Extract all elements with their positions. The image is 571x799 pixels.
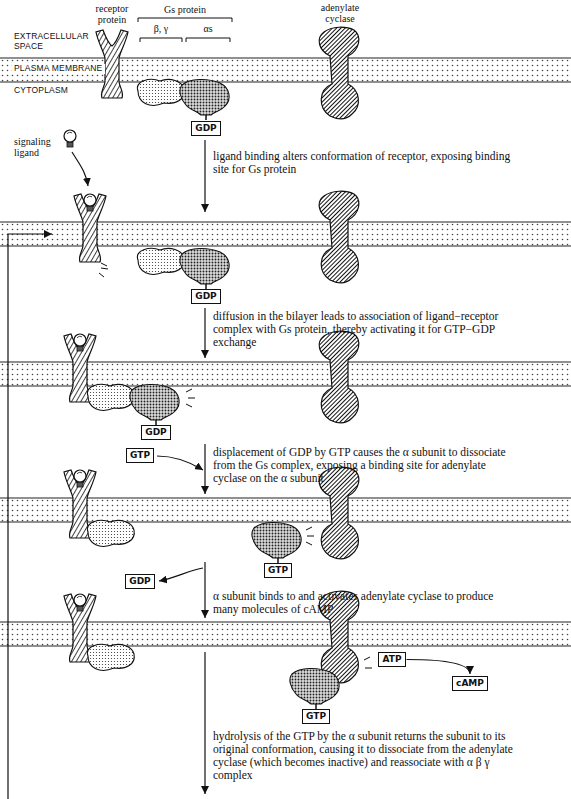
molecule-label: GTP: [130, 450, 150, 461]
adenylate-cyclase-shape: [319, 467, 359, 559]
alpha-subunit-shape: [290, 668, 339, 709]
adenylate-cyclase-shape: [319, 191, 359, 283]
step-caption: diffusion in the bilayer leads to associ…: [213, 310, 513, 349]
part-name: αs: [203, 23, 212, 34]
molecule-box: GDP: [141, 425, 170, 440]
step-caption: hydrolysis of the GTP by the α subunit r…: [213, 730, 513, 782]
molecule-label: GDP: [145, 427, 166, 438]
flow-arrow: [204, 652, 205, 794]
ligand-icon: [64, 130, 76, 147]
molecule-box: GDP: [191, 121, 220, 136]
molecule-label: GDP: [195, 123, 216, 134]
bracket: [138, 18, 232, 22]
molecule-label: cAMP: [456, 678, 484, 689]
step-caption: ligand binding alters conformation of re…: [213, 150, 513, 176]
g-protein-shape: [137, 79, 229, 120]
adenylate-cyclase-shape: [319, 331, 359, 423]
beta-gamma-shape: [87, 520, 134, 546]
molecule-label: GTP: [306, 711, 326, 722]
ligand-arrow: [72, 152, 88, 186]
step-caption: α subunit binds to and activates adenyla…: [213, 590, 513, 616]
flow-arrow: [204, 562, 205, 618]
molecule-label: GDP: [129, 576, 150, 587]
region-label: EXTRACELLULAR SPACE: [14, 31, 92, 51]
part-name: adenylate cyclase: [312, 2, 368, 24]
adenylate-cyclase-shape: [319, 27, 359, 119]
return-arrow: [8, 234, 52, 799]
molecule-label: ATP: [382, 654, 401, 665]
bracket: [186, 38, 230, 42]
flow-arrow: [204, 140, 205, 212]
molecule-box: GDP: [191, 289, 220, 304]
uptake-arrow: [157, 456, 203, 470]
receptor-shape: [74, 194, 106, 262]
activation-rays: [186, 389, 195, 407]
g-protein-shape: [87, 384, 179, 425]
step-caption: displacement of GDP by GTP causes the α …: [213, 446, 513, 485]
molecule-box: GDP: [125, 574, 154, 589]
release-arrow: [159, 568, 203, 581]
part-name: signaling ligand: [14, 136, 62, 158]
flow-arrow: [204, 308, 205, 358]
region-label: PLASMA MEMBRANE: [12, 64, 105, 74]
bracket: [140, 38, 182, 42]
beta-gamma-shape: [87, 644, 134, 670]
molecule-box: cAMP: [452, 676, 488, 691]
molecule-box: ATP: [378, 652, 405, 667]
molecule-box: GTP: [302, 709, 330, 724]
molecule-label: GTP: [268, 565, 288, 576]
ligand-icon: [74, 470, 86, 487]
molecule-box: GTP: [126, 448, 154, 463]
membrane-band: [0, 58, 571, 82]
g-protein-shape: [137, 248, 229, 289]
molecule-label: GDP: [195, 291, 216, 302]
part-name: receptor protein: [86, 3, 138, 25]
activation-rays: [99, 263, 108, 277]
region-label: CYTOPLASM: [14, 86, 68, 96]
alpha-subunit-shape: [252, 522, 301, 563]
part-name: Gs protein: [164, 4, 206, 15]
ligand-icon: [84, 194, 96, 211]
flow-arrow: [204, 444, 205, 494]
part-name: β, γ: [154, 23, 169, 34]
reaction-arrow: [407, 660, 470, 675]
activation-rays: [364, 657, 372, 668]
ligand-icon: [74, 334, 86, 351]
activation-rays: [306, 527, 314, 545]
ligand-icon: [74, 594, 86, 611]
molecule-box: GTP: [264, 563, 292, 578]
